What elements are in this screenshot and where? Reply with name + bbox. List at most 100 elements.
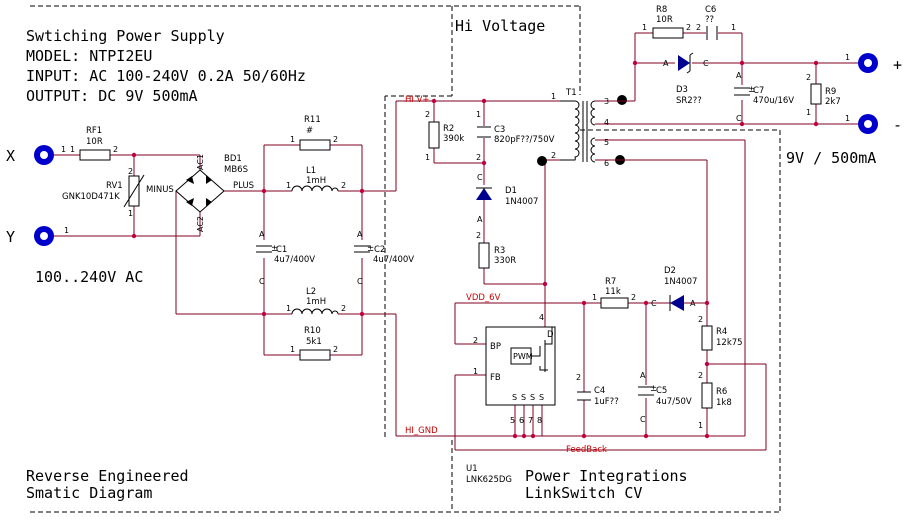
svg-text:2: 2 (698, 371, 703, 380)
output-wires (595, 32, 860, 436)
svg-text:4: 4 (539, 313, 544, 322)
terminal-minus: 1 - (845, 114, 902, 134)
resistor-r8: R8 10R 1 2 (642, 5, 691, 39)
svg-text:1: 1 (286, 181, 291, 190)
svg-text:C: C (357, 277, 363, 286)
svg-text:C4: C4 (594, 386, 605, 396)
svg-text:2: 2 (631, 293, 636, 302)
svg-text:S: S (539, 393, 544, 402)
svg-text:1: 1 (642, 23, 647, 32)
svg-text:±: ± (748, 85, 755, 95)
svg-text:C: C (477, 173, 483, 182)
resistor-r4: R4 12k75 2 (698, 315, 743, 351)
svg-text:4u7/50V: 4u7/50V (656, 397, 692, 407)
svg-text:1: 1 (845, 53, 850, 62)
svg-text:R11: R11 (304, 115, 321, 125)
svg-text:1: 1 (290, 345, 295, 354)
svg-text:1: 1 (845, 114, 850, 123)
svg-text:GNK10D471K: GNK10D471K (62, 192, 120, 202)
snubber-wires (433, 101, 560, 327)
resistor-rf1: RF1 10R 2 (79, 126, 118, 161)
svg-text:A: A (736, 71, 742, 80)
svg-text:C: C (736, 114, 742, 123)
svg-text:A: A (663, 59, 669, 68)
svg-text:A: A (259, 230, 265, 239)
svg-text:PLUS: PLUS (233, 181, 254, 191)
svg-text:390k: 390k (443, 134, 464, 144)
footer-left-2: Smatic Diagram (26, 484, 152, 502)
svg-text:MB6S: MB6S (224, 165, 248, 175)
svg-text:2: 2 (698, 315, 703, 324)
capacitor-c2: A C ± C2 4u7/400V (353, 230, 414, 286)
resistor-r7: R7 11k 1 2 (592, 277, 636, 309)
svg-text:C1: C1 (276, 245, 287, 255)
svg-text:2: 2 (686, 23, 691, 32)
svg-text:SR2??: SR2?? (676, 96, 702, 106)
svg-text:S: S (530, 393, 535, 402)
svg-text:RF1: RF1 (86, 126, 102, 136)
svg-text:R2: R2 (443, 124, 454, 134)
svg-text:12k75: 12k75 (716, 338, 743, 348)
svg-text:330R: 330R (494, 256, 516, 266)
ic-u1: PWM BP FB D S S S S 2 1 4 5 6 7 8 U1 LNK… (466, 313, 556, 485)
transformer-t1: T1 1 2 3 4 5 6 (537, 88, 627, 168)
svg-text:820pF??/750V: 820pF??/750V (494, 135, 555, 145)
svg-text:1: 1 (476, 110, 481, 119)
svg-text:5k1: 5k1 (306, 337, 322, 347)
terminal-y-label: Y (6, 228, 15, 246)
svg-text:1: 1 (64, 226, 69, 235)
svg-text:FB: FB (490, 373, 501, 383)
svg-text:C: C (651, 299, 657, 308)
svg-text:1: 1 (425, 153, 430, 162)
inductor-l2: L2 1mH 1 2 (286, 287, 346, 315)
resistor-r2: R2 390k 2 1 (425, 110, 464, 162)
svg-text:1: 1 (290, 135, 295, 144)
svg-text:D2: D2 (664, 266, 676, 276)
footer-right-1: Power Integrations (525, 467, 688, 485)
net-hi-v-plus: HI V+ (405, 95, 430, 105)
svg-text:1: 1 (551, 92, 556, 101)
svg-text:1mH: 1mH (306, 176, 326, 186)
terminal-y: Y 1 (6, 226, 69, 246)
varistor-rv1: RV1 GNK10D471K 2 1 (62, 167, 145, 218)
svg-text:A: A (477, 215, 483, 224)
svg-text:C6: C6 (705, 5, 716, 15)
resistor-r10: R10 5k1 1 2 (290, 326, 338, 361)
svg-text:4u7/400V: 4u7/400V (373, 255, 414, 265)
svg-text:2: 2 (806, 73, 811, 82)
svg-text:D3: D3 (676, 85, 688, 95)
svg-text:10R: 10R (86, 137, 103, 147)
svg-text:U1: U1 (466, 464, 478, 474)
svg-text:AC1: AC1 (196, 154, 205, 170)
capacitor-c6: C6 ?? 2 1 (696, 5, 736, 40)
svg-text:5: 5 (510, 416, 515, 425)
svg-text:2: 2 (696, 23, 701, 32)
input-range-label: 100..240V AC (35, 268, 143, 286)
svg-text:6: 6 (604, 159, 609, 168)
svg-text:C3: C3 (494, 125, 505, 135)
svg-text:1uF??: 1uF?? (594, 397, 619, 407)
svg-text:C: C (640, 415, 646, 424)
hi-voltage-label: Hi Voltage (455, 17, 545, 35)
svg-text:1: 1 (70, 145, 75, 154)
resistor-r11: R11 # 1 2 (290, 115, 338, 151)
diode-d3: A C D3 SR2?? (663, 52, 709, 106)
svg-text:C7: C7 (753, 86, 764, 96)
title-line-1: Swtiching Power Supply (26, 27, 225, 45)
svg-text:4u7/400V: 4u7/400V (274, 255, 315, 265)
svg-text:2: 2 (473, 336, 478, 345)
svg-text:1N4007: 1N4007 (505, 197, 538, 207)
svg-text:C: C (703, 59, 709, 68)
svg-text:1: 1 (731, 23, 736, 32)
svg-text:1: 1 (592, 293, 597, 302)
svg-text:1: 1 (473, 367, 478, 376)
svg-text:2: 2 (113, 145, 118, 154)
svg-text:2: 2 (551, 151, 556, 160)
svg-text:1: 1 (806, 108, 811, 117)
footer-right-2: LinkSwitch CV (525, 484, 642, 502)
net-vdd-6v: VDD_6V (466, 293, 501, 303)
svg-text:1mH: 1mH (306, 297, 326, 307)
output-rating-label: 9V / 500mA (786, 149, 876, 167)
svg-text:C2: C2 (374, 245, 385, 255)
section-borders (30, 5, 781, 513)
